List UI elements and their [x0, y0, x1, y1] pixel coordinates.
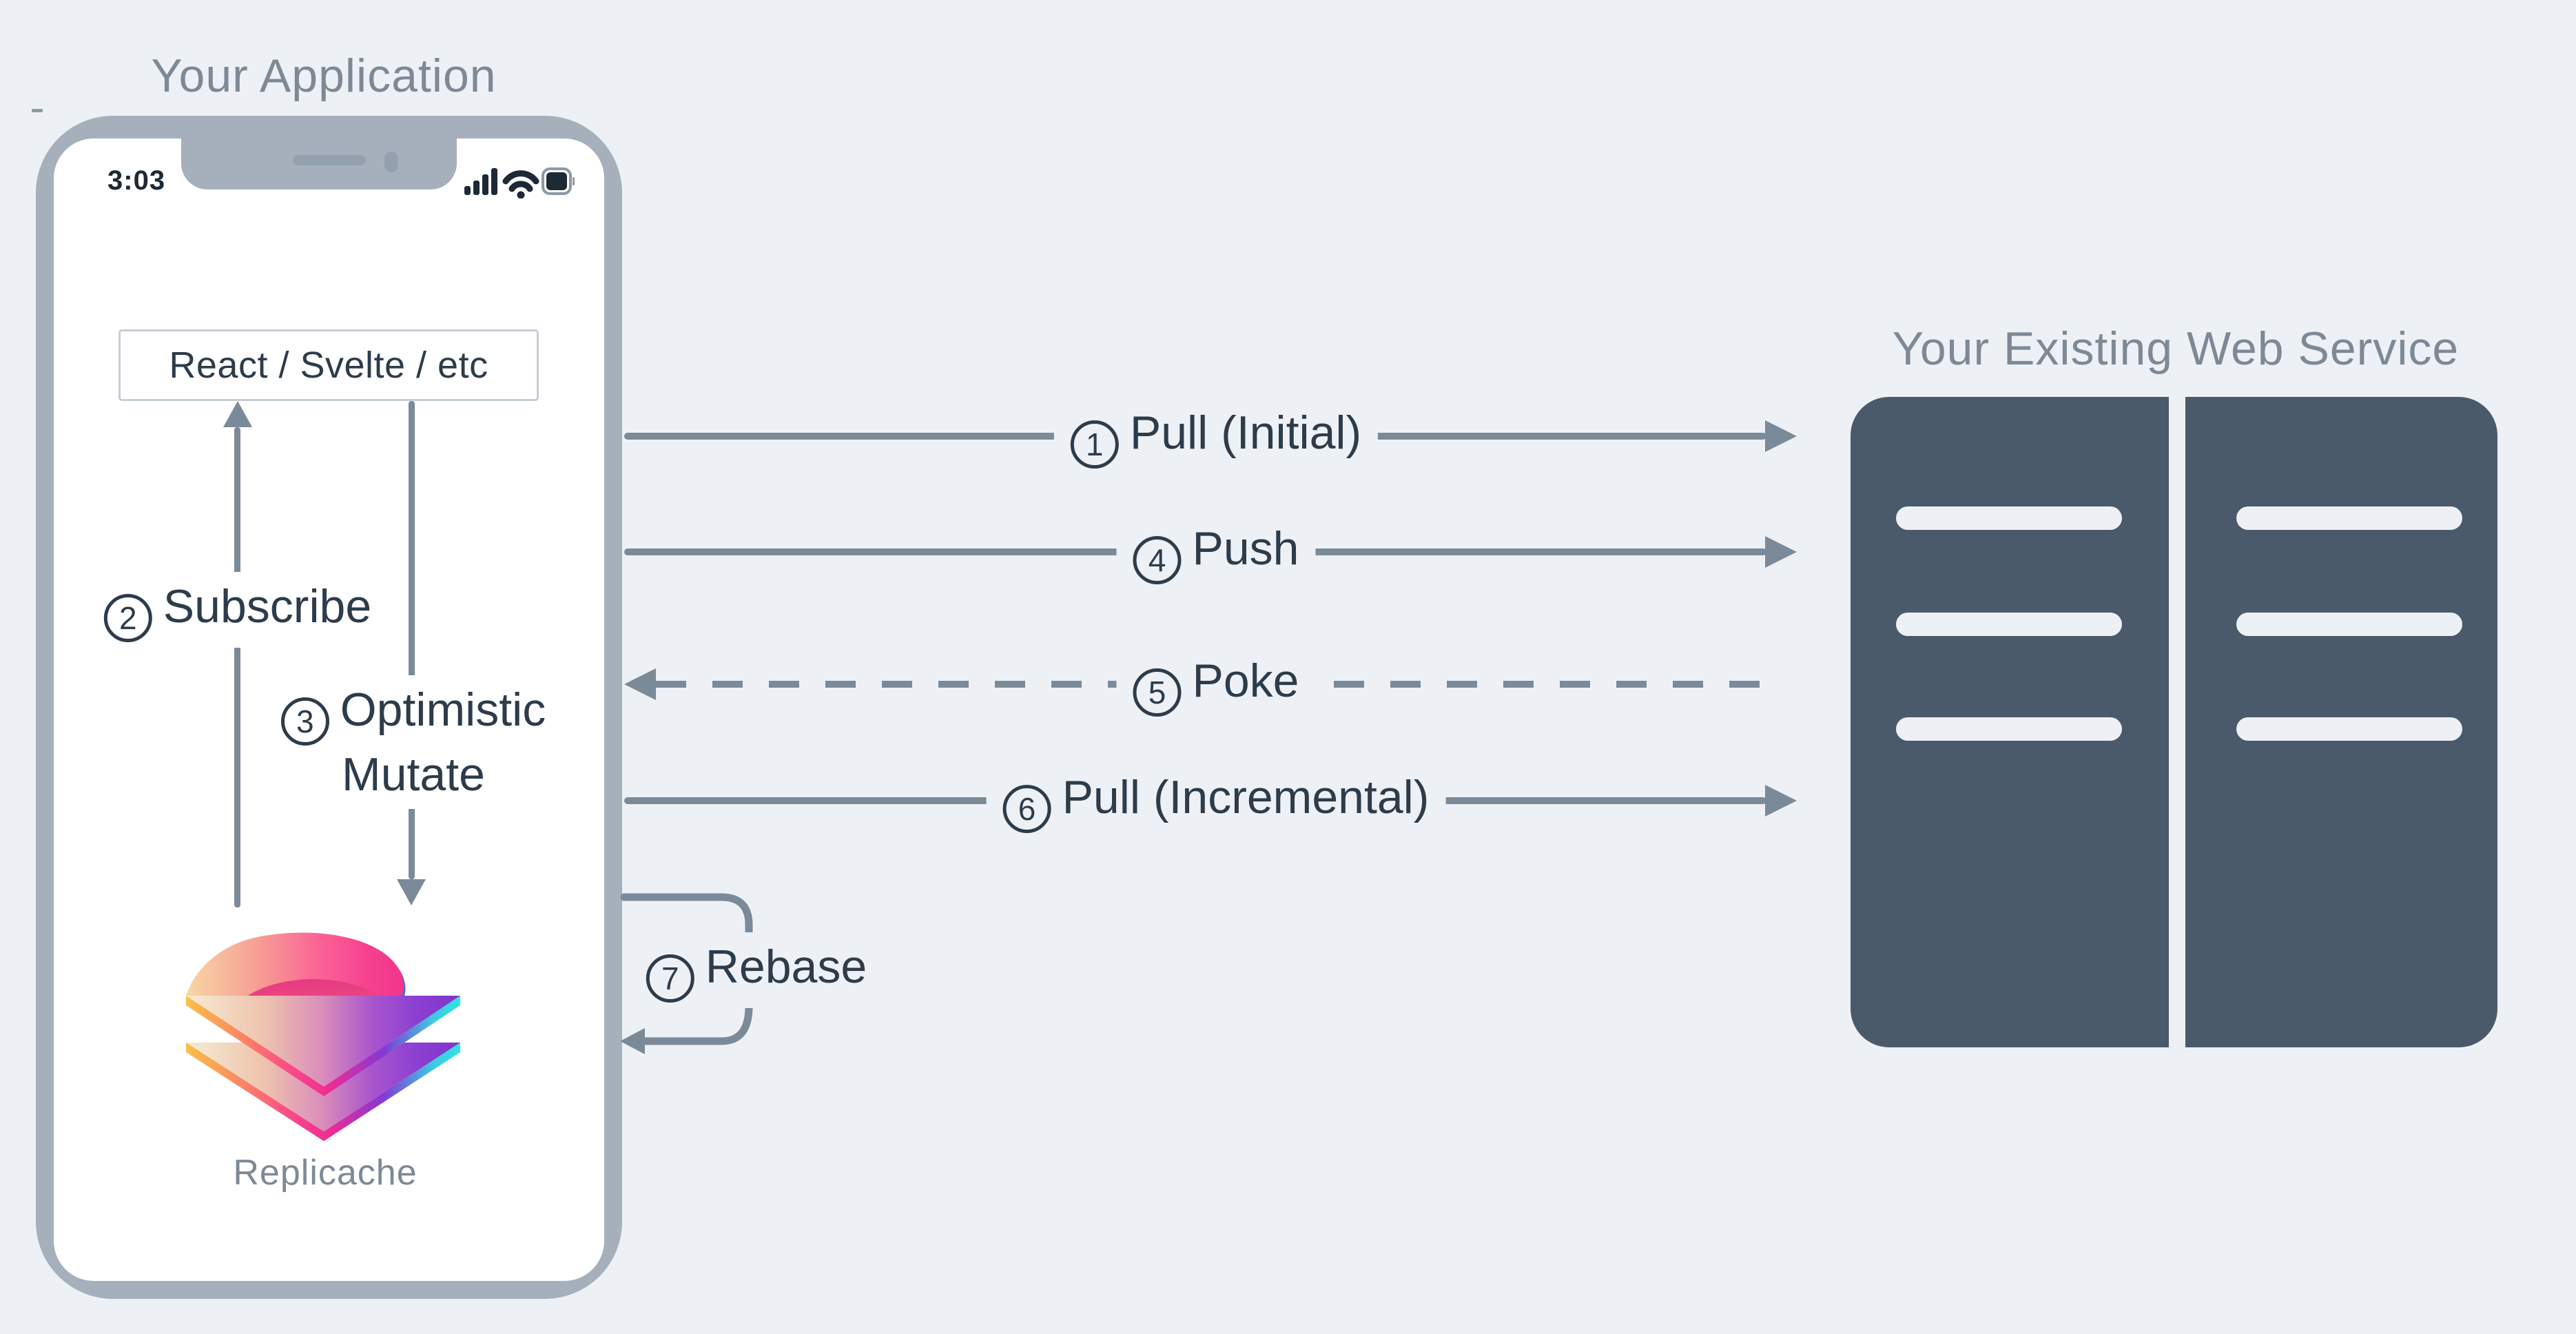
arrow-right-icon: [1765, 420, 1797, 452]
mutate-line: [409, 401, 415, 879]
step-number-badge: 2: [103, 594, 152, 642]
flow-number-badge: 4: [1133, 536, 1182, 584]
replicache-logo: [186, 932, 460, 1141]
phone-notch: [181, 138, 457, 189]
arrow-left-icon: [624, 668, 656, 700]
cellular-signal-icon: [464, 168, 497, 195]
server-rack-line: [1896, 717, 2122, 741]
server-tower: [2185, 397, 2497, 1047]
replicache-caption: Replicache: [233, 1153, 418, 1193]
flow-pull-incremental-text: Pull (Incremental): [1062, 771, 1430, 823]
status-bar-icons: [464, 167, 575, 198]
flow-poke-text: Poke: [1192, 655, 1299, 707]
status-bar-time: 3:03: [107, 165, 166, 196]
server-rack-line: [2236, 506, 2462, 530]
phone-frame: 3:03 React / Svelte / etc: [36, 116, 622, 1299]
server-rack-line: [2236, 613, 2462, 636]
server-tower: [1851, 397, 2169, 1047]
step-subscribe-text: Subscribe: [163, 580, 372, 633]
arrow-right-icon: [1765, 536, 1797, 568]
speaker-grille-icon: [293, 155, 366, 165]
stray-mark: [32, 109, 43, 112]
arrow-left-icon: [620, 1028, 645, 1054]
flow-number-badge: 5: [1133, 668, 1182, 717]
flow-number-badge: 1: [1070, 420, 1119, 469]
web-service-title: Your Existing Web Service: [1892, 322, 2460, 375]
server-rack-line: [1896, 506, 2122, 530]
flow-pull-initial-text: Pull (Initial): [1129, 407, 1362, 459]
server-rack-line: [1896, 613, 2122, 636]
camera-icon: [384, 152, 398, 172]
arrow-down-icon: [397, 879, 426, 905]
battery-icon: [542, 167, 575, 195]
step-number-badge: 3: [280, 697, 329, 746]
flow-number-badge: 7: [646, 954, 694, 1003]
arrow-up-icon: [223, 401, 252, 427]
wifi-icon: [502, 170, 539, 198]
flow-push-text: Push: [1192, 522, 1299, 575]
step-optimistic-mutate-text: Optimistic Mutate: [340, 684, 546, 801]
flow-number-badge: 6: [1002, 785, 1051, 833]
arrow-right-icon: [1765, 785, 1797, 817]
ui-framework-box: React / Svelte / etc: [119, 329, 539, 401]
server-rack-line: [2236, 717, 2462, 741]
application-title: Your Application: [151, 50, 497, 102]
subscribe-line: [234, 427, 240, 907]
flow-rebase-text: Rebase: [705, 941, 867, 993]
